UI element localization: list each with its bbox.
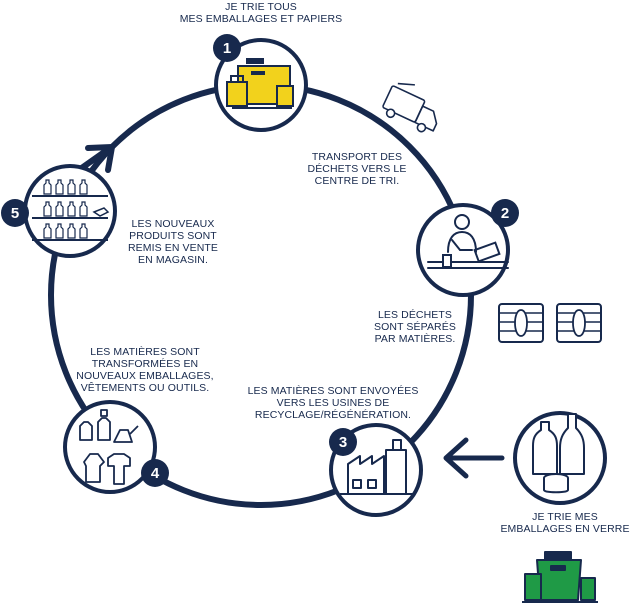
transport-label: TRANSPORT DES DÉCHETS VERS LE CENTRE DE … bbox=[307, 151, 407, 187]
step-3-node bbox=[329, 423, 423, 517]
factory-icon bbox=[340, 439, 414, 495]
step-2-label: LES DÉCHETS SONT SÉPARÉS PAR MATIÈRES. bbox=[374, 309, 456, 345]
step-1-label: JE TRIE TOUS MES EMBALLAGES ET PAPIERS bbox=[179, 1, 343, 25]
step-3-badge bbox=[329, 428, 357, 456]
sorting-worker-icon bbox=[427, 214, 509, 269]
step-5-badge bbox=[1, 199, 29, 227]
glass-node bbox=[513, 411, 607, 505]
step-5-number: 5 bbox=[11, 205, 19, 222]
yellow-bin-icon bbox=[226, 58, 294, 109]
step-1-number: 1 bbox=[223, 40, 231, 57]
green-bin-icon bbox=[522, 551, 598, 603]
step-4-number: 4 bbox=[151, 465, 160, 482]
step-5-node bbox=[1, 164, 117, 258]
step-4-badge bbox=[141, 459, 169, 487]
glass-label: JE TRIE MES EMBALLAGES EN VERRE bbox=[500, 511, 630, 535]
step-2-badge bbox=[491, 199, 519, 227]
step-3-number: 3 bbox=[339, 434, 347, 451]
step-2-node bbox=[416, 199, 519, 297]
glass-bottles-icon bbox=[532, 413, 585, 494]
step-4-node bbox=[63, 400, 169, 494]
step-1-badge bbox=[213, 34, 241, 62]
step-2-number: 2 bbox=[501, 205, 509, 222]
store-shelves-icon bbox=[32, 179, 110, 241]
material-bales-icon bbox=[498, 303, 602, 343]
step-5-label: LES NOUVEAUX PRODUITS SONT REMIS EN VENT… bbox=[127, 218, 219, 266]
step-1-node bbox=[213, 34, 308, 132]
glass-input-arrow-icon bbox=[443, 437, 505, 479]
step-4-label: LES MATIÈRES SONT TRANSFORMÉES EN NOUVEA… bbox=[76, 346, 214, 394]
truck-icon bbox=[382, 82, 438, 133]
new-products-icon bbox=[79, 409, 139, 485]
step-3-label: LES MATIÈRES SONT ENVOYÉES VERS LES USIN… bbox=[247, 385, 419, 421]
